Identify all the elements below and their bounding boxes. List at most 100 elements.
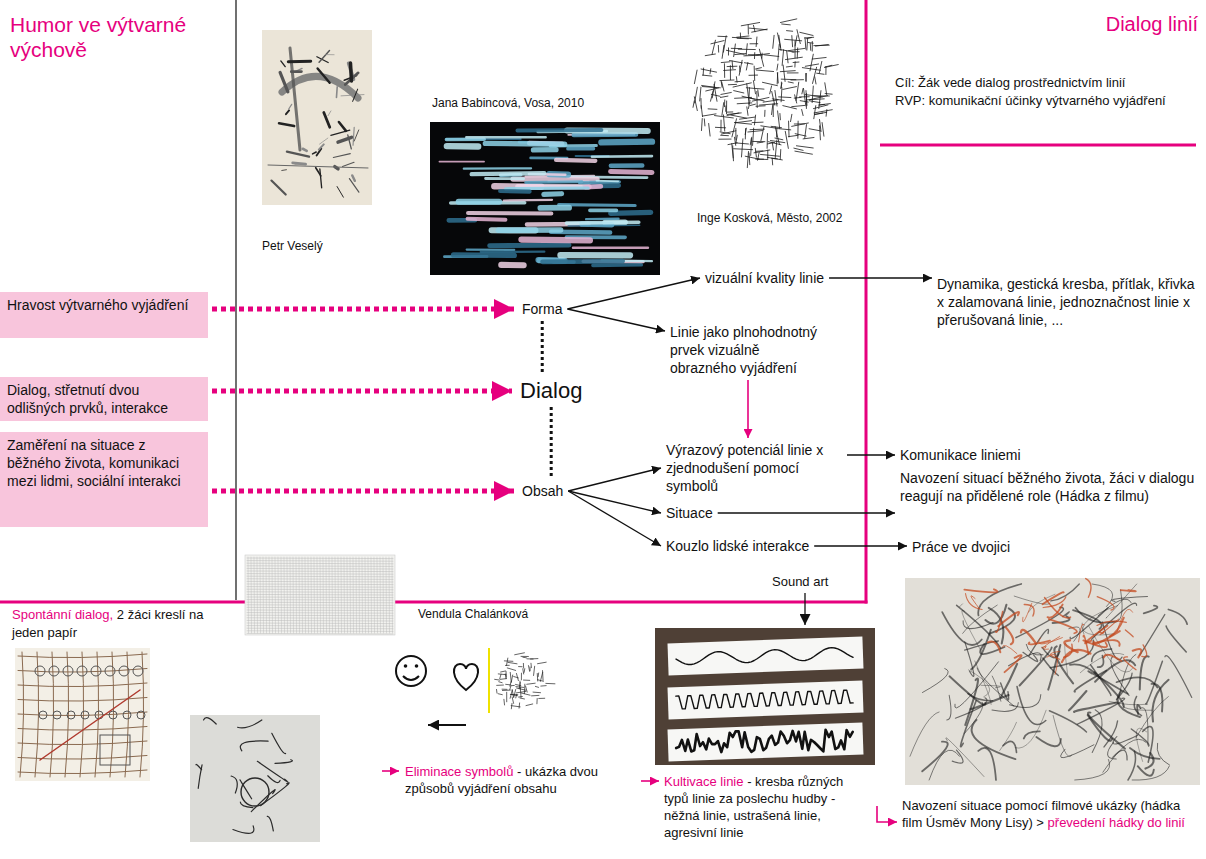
picture-stroke: [1121, 590, 1136, 591]
picture-stroke: [344, 557, 346, 633]
picture-stroke: [498, 227, 560, 233]
picture-stroke: [736, 135, 737, 143]
picture-stroke: [522, 669, 524, 674]
picture-stroke: [1152, 684, 1163, 712]
picture-stroke: [290, 557, 292, 633]
picture-stroke: [337, 187, 343, 198]
picture-stroke: [495, 679, 500, 681]
picture-stroke: [18, 770, 147, 774]
picture-stroke: [510, 686, 511, 690]
picture-stroke: [196, 764, 202, 769]
picture-stroke: [517, 688, 526, 690]
picture-stroke: [735, 121, 751, 123]
picture-ground: [190, 715, 320, 842]
picture-stroke: [676, 647, 853, 665]
picture-stroke: [40, 690, 140, 760]
picture-stroke: [1047, 654, 1058, 674]
node-text: Obsah: [522, 483, 563, 499]
node-text: Eliminace symbolů: [405, 764, 513, 779]
artwork-illustration: [693, 19, 838, 168]
picture-stroke: [263, 557, 265, 633]
picture-stroke: [748, 25, 749, 34]
concept-box: Hravost výtvarného vyjádření: [0, 292, 208, 338]
picture-ground: [905, 578, 1200, 785]
node-text: Výrazový potenciál linie x zjednodušení …: [666, 442, 823, 494]
picture-stroke: [805, 73, 807, 81]
picture-stroke: [498, 673, 506, 675]
picture-stroke: [805, 74, 806, 82]
picture-stroke: [543, 259, 623, 264]
picture-stroke: [486, 177, 524, 180]
picture-stroke: [540, 672, 542, 681]
picture-stroke: [800, 32, 813, 35]
picture-stroke: [611, 169, 652, 175]
node-text: Dialog, střetnutí dvou odlišných prvků, …: [7, 382, 168, 416]
picture-stroke: [825, 67, 826, 75]
picture-stroke: [724, 100, 725, 107]
picture-stroke: [523, 657, 526, 659]
picture-stroke: [319, 51, 329, 63]
picture-stroke: [515, 694, 517, 698]
picture-stroke: [745, 128, 746, 134]
picture-stroke: [371, 557, 373, 633]
underline-rule: [880, 144, 1196, 147]
paper-strip: [668, 637, 864, 676]
picture-stroke: [1001, 683, 1009, 700]
picture-stroke: [783, 87, 797, 90]
picture-stroke: [804, 37, 813, 39]
picture-stroke: [353, 127, 354, 145]
picture-stroke: [247, 623, 393, 625]
picture-stroke: [343, 162, 355, 166]
picture-stroke: [268, 165, 368, 168]
picture-stroke: [506, 658, 507, 665]
picture-stroke: [247, 610, 393, 612]
picture-stroke: [1047, 604, 1062, 617]
picture-stroke: [773, 104, 774, 117]
picture-stroke: [519, 666, 523, 667]
picture-stroke: [803, 137, 814, 138]
picture-stroke: [781, 82, 782, 88]
picture-stroke: [748, 101, 750, 109]
curriculum-note: RVP: komunikační účinky výtvarného vyjád…: [895, 92, 1195, 110]
picture-stroke: [779, 96, 791, 98]
picture-stroke: [1002, 645, 1017, 653]
picture-stroke: [721, 131, 735, 134]
picture-stroke: [316, 168, 321, 176]
picture-stroke: [534, 666, 535, 675]
picture-stroke: [971, 596, 979, 609]
picture-stroke: [539, 698, 545, 699]
picture-stroke: [965, 642, 974, 676]
picture-stroke: [1062, 650, 1091, 662]
picture-stroke: [350, 557, 352, 633]
picture-stroke: [133, 666, 143, 676]
picture-stroke: [733, 83, 751, 87]
picture-stroke: [320, 138, 328, 144]
picture-stroke: [333, 154, 350, 158]
picture-stroke: [747, 107, 748, 115]
picture-stroke: [757, 159, 763, 160]
picture-stroke: [731, 48, 741, 49]
picture-stroke: [326, 557, 328, 633]
picture-stroke: [512, 697, 513, 703]
picture-stroke: [308, 557, 310, 633]
picture-stroke: [49, 666, 59, 676]
picture-stroke: [964, 589, 997, 592]
picture-stroke: [1145, 753, 1153, 769]
picture-stroke: [247, 628, 393, 630]
picture-stroke: [754, 150, 770, 153]
paper-strip: [668, 637, 864, 676]
picture-stroke: [573, 246, 648, 249]
picture-stroke: [260, 557, 262, 633]
smiley-icon: [404, 664, 408, 668]
picture-stroke: [1168, 609, 1187, 624]
picture-stroke: [521, 656, 528, 657]
picture-stroke: [601, 139, 652, 146]
picture-stroke: [760, 104, 778, 105]
picture-stroke: [730, 66, 731, 80]
picture-stroke: [794, 97, 801, 99]
picture-stroke: [730, 61, 743, 63]
picture-stroke: [770, 86, 772, 94]
picture-stroke: [753, 25, 755, 32]
picture-stroke: [538, 662, 547, 664]
